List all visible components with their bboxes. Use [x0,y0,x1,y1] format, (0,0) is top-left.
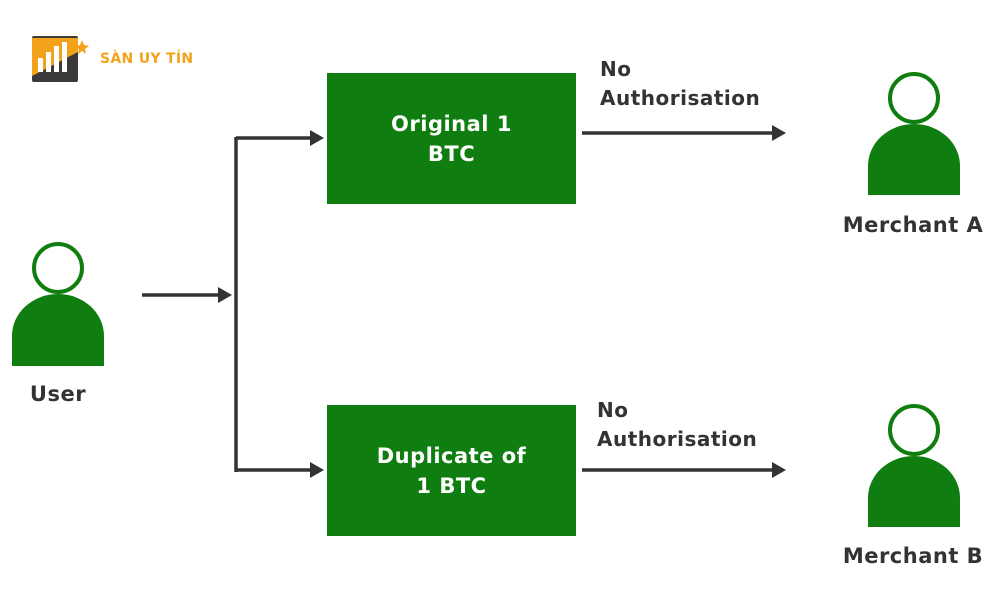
bottom-edge-label-line1: No [597,398,629,422]
bottom-edge-label: No Authorisation [597,396,757,454]
brand-name-part1: SÀN [100,51,134,67]
arrow-to-duplicate [236,462,324,478]
merchant-a-label: Merchant A [842,213,984,237]
duplicate-btc-label: Duplicate of 1 BTC [376,443,527,498]
arrow-to-merchant-b [582,462,786,478]
user-label: User [29,382,87,406]
user-icon [12,242,104,366]
top-edge-label-line1: No [600,57,632,81]
brand-name: SÀN UY TÍN [100,51,193,67]
bar-chart-logo-icon [32,36,89,82]
arrow-to-merchant-a [582,125,786,141]
arrow-to-original [236,130,324,146]
merchant-a-icon [868,72,960,195]
merchant-b-icon [868,404,960,527]
merchant-b-label: Merchant B [842,544,984,568]
original-btc-box [327,73,576,204]
bottom-edge-label-line2: Authorisation [597,427,758,451]
brand-logo: SÀN UY TÍN [32,36,193,82]
brand-name-part2: UY TÍN [138,51,194,67]
top-edge-label: No Authorisation [600,55,760,113]
arrow-user-to-split [142,287,232,303]
duplicate-btc-box [327,405,576,536]
original-btc-label: Original 1 BTC [391,111,512,166]
top-edge-label-line2: Authorisation [600,86,761,110]
